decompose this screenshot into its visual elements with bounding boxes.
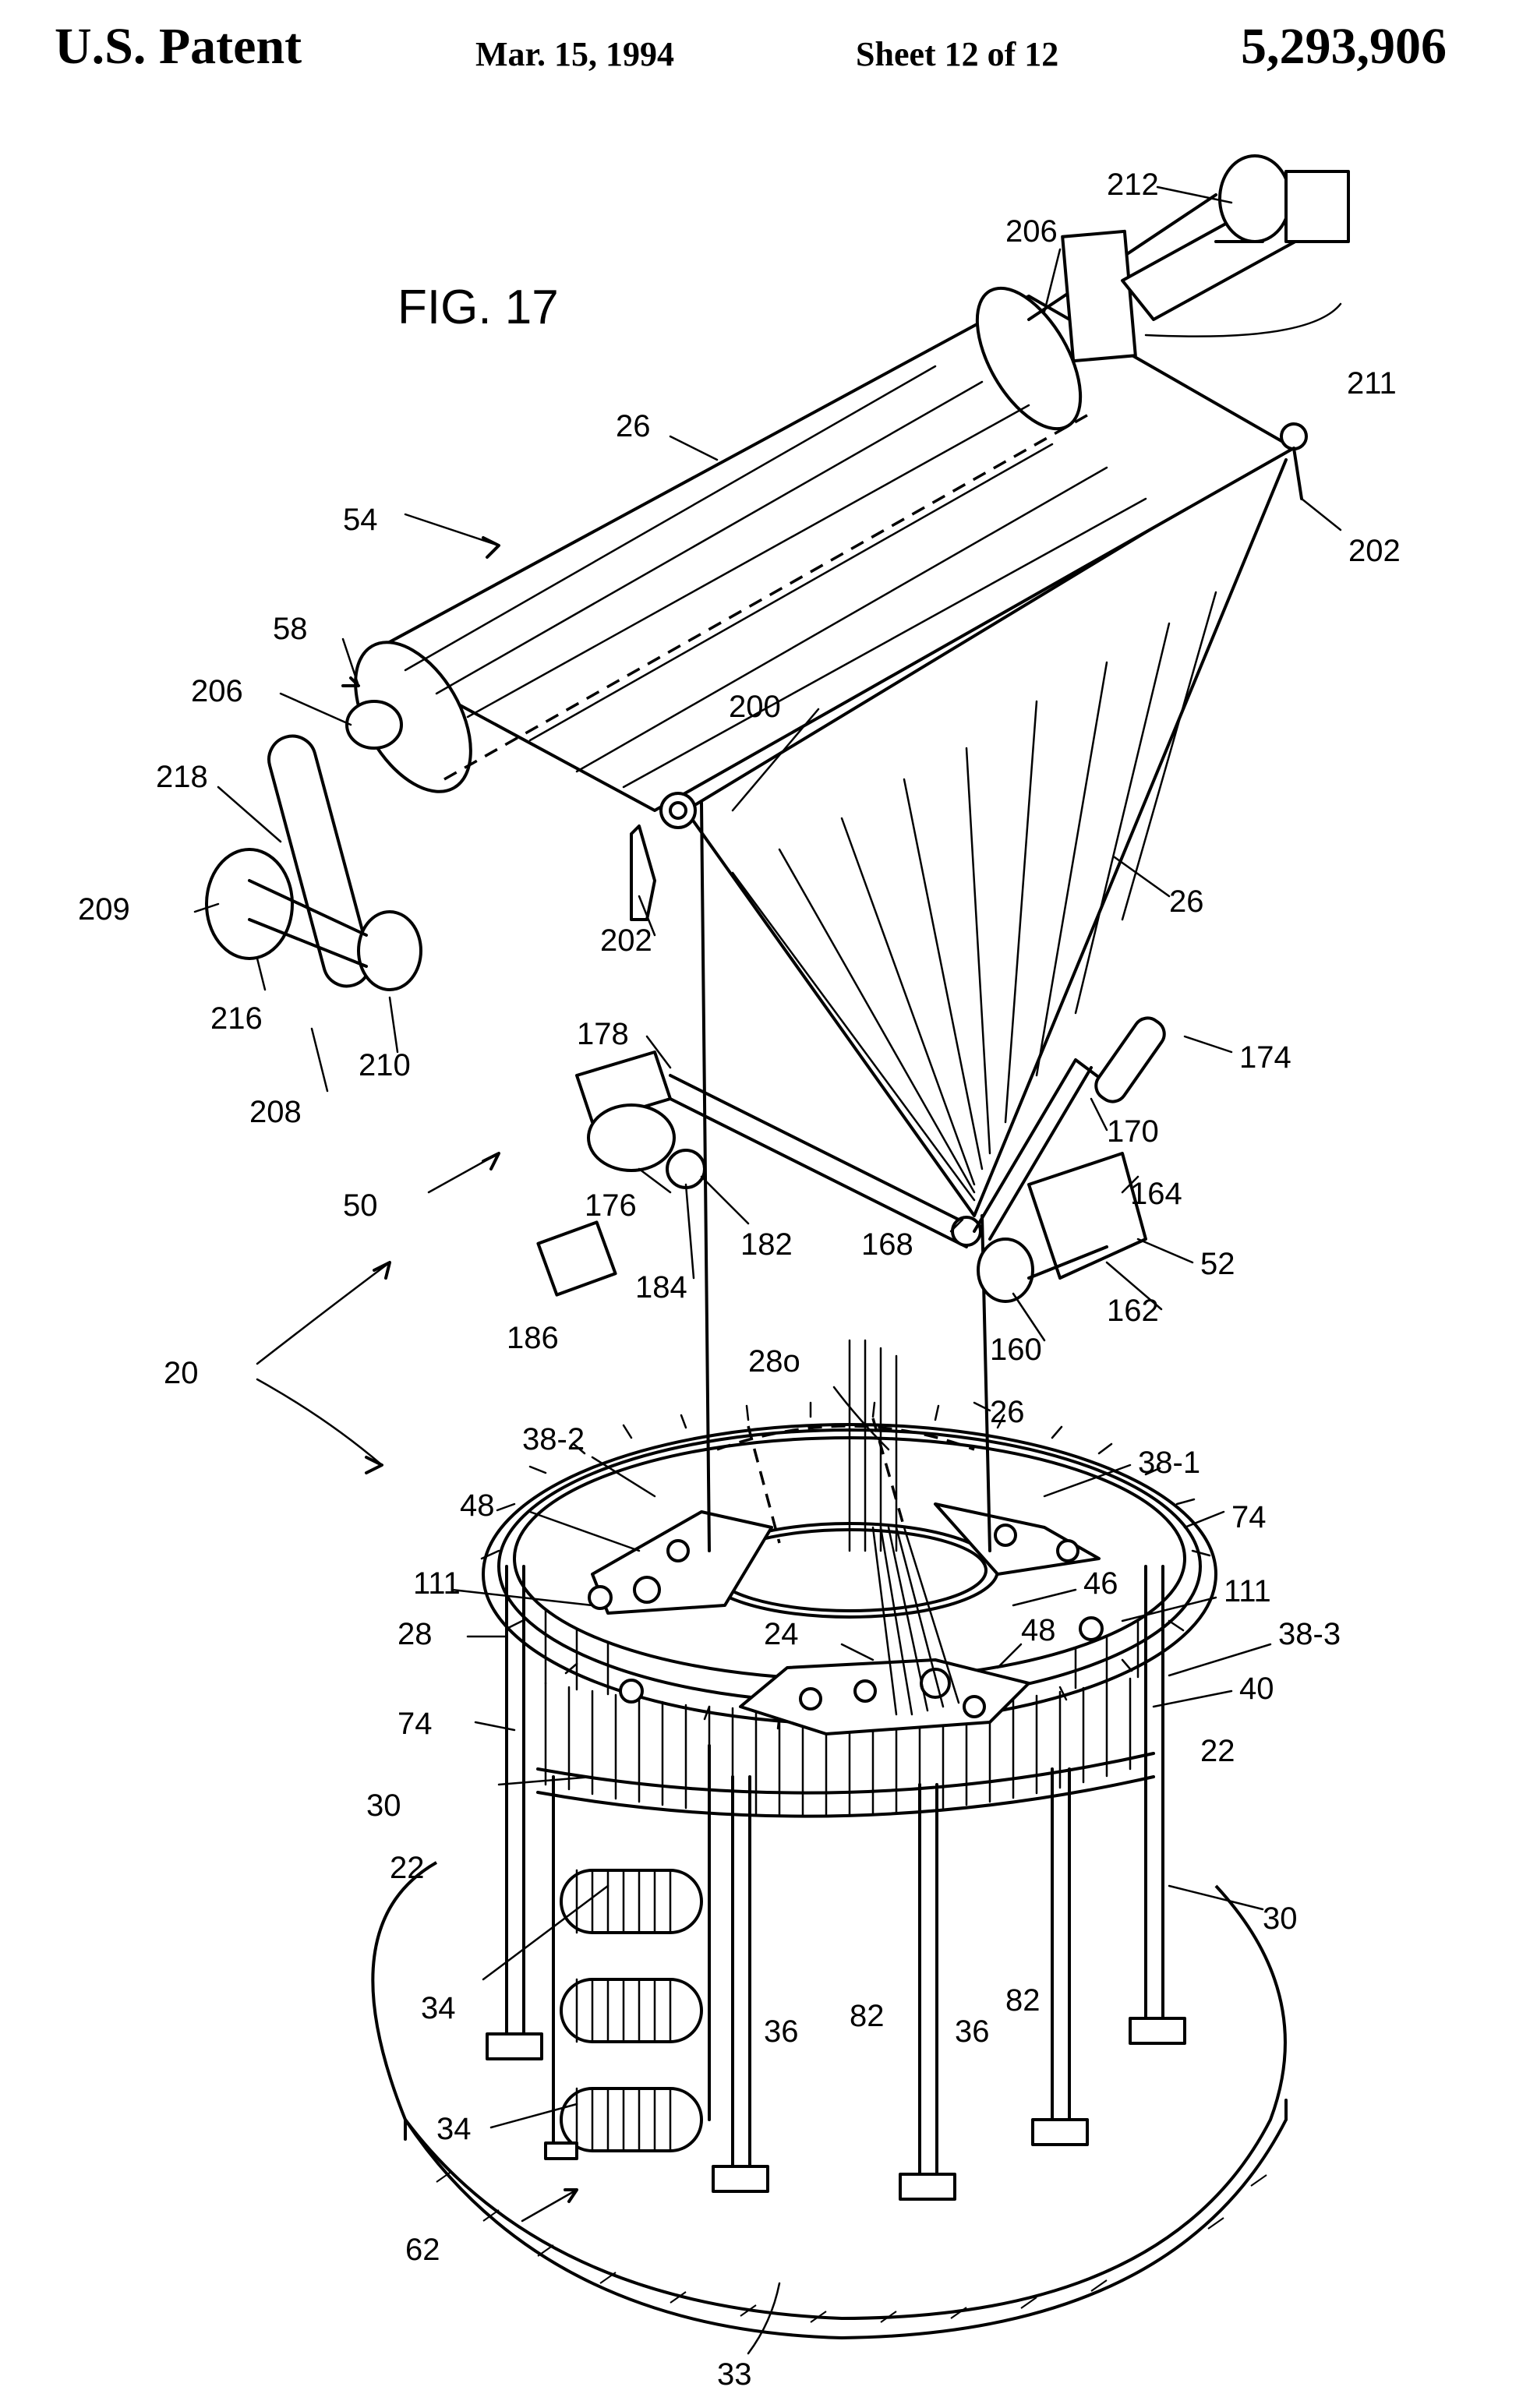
label-36-right: 36 xyxy=(955,2014,990,2049)
label-111-right: 111 xyxy=(1224,1574,1271,1608)
label-162: 162 xyxy=(1107,1294,1159,1328)
label-174: 174 xyxy=(1239,1040,1291,1075)
label-212: 212 xyxy=(1107,168,1159,202)
label-211: 211 xyxy=(1347,366,1397,401)
figure-title: FIG. 17 xyxy=(398,281,559,334)
label-22-right: 22 xyxy=(1200,1734,1235,1768)
take-up-roll xyxy=(332,271,1294,828)
label-40: 40 xyxy=(1239,1672,1274,1706)
label-28o: 28o xyxy=(748,1344,800,1379)
label-52: 52 xyxy=(1200,1247,1235,1281)
label-38-2: 38-2 xyxy=(522,1422,585,1456)
label-38-3: 38-3 xyxy=(1278,1617,1341,1651)
label-58: 58 xyxy=(273,612,308,646)
floor-base xyxy=(373,1862,1286,2338)
label-30-left: 30 xyxy=(366,1788,401,1823)
tension-arm xyxy=(974,1012,1170,1301)
label-111-left: 111 xyxy=(413,1566,461,1601)
label-36-left: 36 xyxy=(764,2014,799,2049)
label-216: 216 xyxy=(210,1001,263,1036)
label-48-left: 48 xyxy=(460,1488,495,1523)
label-176: 176 xyxy=(585,1188,637,1223)
label-33: 33 xyxy=(717,2357,752,2392)
label-26-roll: 26 xyxy=(616,409,651,443)
label-82-left: 82 xyxy=(850,1999,885,2033)
label-184: 184 xyxy=(635,1270,687,1305)
label-210: 210 xyxy=(359,1048,411,1082)
label-20: 20 xyxy=(164,1356,199,1390)
label-38-1: 38-1 xyxy=(1138,1446,1200,1480)
label-82-right: 82 xyxy=(1005,1983,1041,2018)
label-26-tube: 26 xyxy=(990,1395,1025,1429)
label-34-bottom: 34 xyxy=(436,2112,472,2146)
label-34-top: 34 xyxy=(421,1991,456,2025)
label-186: 186 xyxy=(507,1321,559,1355)
label-62: 62 xyxy=(405,2233,440,2267)
label-206-top: 206 xyxy=(1005,214,1058,249)
label-209: 209 xyxy=(78,892,130,927)
label-30-right: 30 xyxy=(1263,1901,1298,1936)
label-202-right: 202 xyxy=(1348,534,1401,568)
label-28: 28 xyxy=(398,1617,433,1651)
label-74-right: 74 xyxy=(1231,1500,1267,1534)
label-46: 46 xyxy=(1083,1566,1118,1601)
label-24: 24 xyxy=(764,1617,799,1651)
label-218: 218 xyxy=(156,760,208,794)
label-160: 160 xyxy=(990,1333,1042,1367)
label-200: 200 xyxy=(729,690,781,724)
label-74-left: 74 xyxy=(398,1707,433,1741)
label-168: 168 xyxy=(861,1227,913,1262)
label-178: 178 xyxy=(577,1017,629,1051)
label-202-left: 202 xyxy=(600,923,652,958)
label-50: 50 xyxy=(343,1188,378,1223)
label-208: 208 xyxy=(249,1095,302,1129)
label-26-sheet: 26 xyxy=(1169,884,1204,919)
label-182: 182 xyxy=(740,1227,793,1262)
label-48-right: 48 xyxy=(1021,1613,1056,1647)
guide-rollers xyxy=(538,1052,705,1295)
label-170: 170 xyxy=(1107,1114,1159,1149)
label-206-left: 206 xyxy=(191,674,243,708)
label-54: 54 xyxy=(343,503,378,537)
label-22-left: 22 xyxy=(390,1851,425,1885)
label-164: 164 xyxy=(1130,1177,1182,1211)
